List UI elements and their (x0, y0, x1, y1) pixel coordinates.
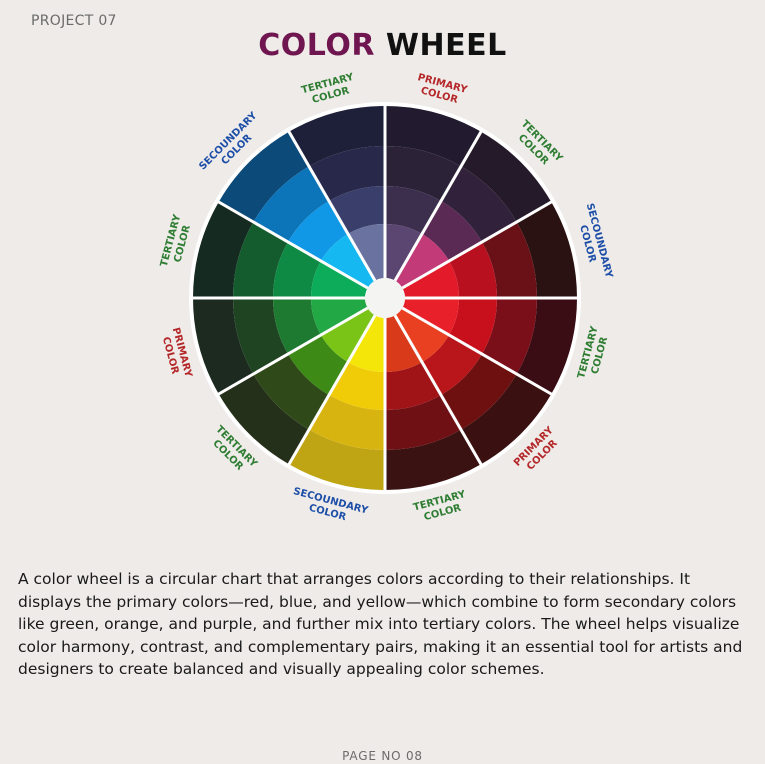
wheel-band (481, 222, 537, 298)
wheel-divider (401, 199, 554, 290)
wheel-band (273, 242, 321, 298)
wheel-band (441, 166, 517, 242)
wheel-segment-secondary-color-blue (218, 131, 375, 288)
wheel-band (449, 242, 497, 298)
wheel-segment-tertiary-color-green (193, 202, 368, 298)
wheel-band (481, 298, 537, 374)
wheel-band (309, 146, 385, 202)
title-word-color: COLOR (258, 28, 375, 63)
wheel-band (461, 131, 552, 222)
wheel-band (193, 202, 254, 298)
wheel-band (233, 298, 289, 374)
wheel-segments (189, 102, 581, 494)
wheel-segment-primary-color-green (193, 298, 368, 394)
wheel-band (288, 335, 348, 395)
project-label: PROJECT 07 (31, 13, 117, 29)
wheel-band (422, 201, 482, 261)
wheel-band (329, 362, 385, 410)
wheel-band (385, 394, 461, 450)
wheel-band (311, 261, 368, 298)
wheel-band (309, 394, 385, 450)
wheel-segment-secondary-color-red (402, 202, 577, 298)
wheel-band (461, 374, 552, 465)
wheel-segment-tertiary-color-yellow-green (218, 308, 375, 465)
wheel-divider (401, 306, 554, 397)
wheel-band (218, 131, 309, 222)
title-word-wheel: WHEEL (385, 28, 507, 63)
wheel-band (385, 146, 461, 202)
wheel-band (385, 224, 422, 281)
wheel-segment-primary-color-purple (385, 106, 481, 281)
wheel-center-hub (365, 278, 405, 318)
wheel-band (385, 186, 441, 234)
wheel-band (441, 354, 517, 430)
wheel-band (385, 106, 481, 167)
wheel-band (289, 429, 385, 490)
wheel-band (218, 374, 309, 465)
wheel-band (311, 298, 368, 335)
description-paragraph: A color wheel is a circular chart that a… (18, 570, 743, 678)
wheel-divider (216, 199, 369, 290)
page-number: PAGE NO 08 (342, 749, 423, 763)
wheel-segment-secondary-color-yellow (289, 315, 385, 490)
wheel-band (273, 298, 321, 354)
wheel-band (193, 298, 254, 394)
wheel-divider (393, 129, 484, 282)
wheel-band (348, 315, 385, 372)
wheel-band (449, 298, 497, 354)
wheel-segment-tertiary-color-orange (385, 315, 481, 490)
wheel-divider (216, 306, 369, 397)
wheel-band (402, 261, 459, 298)
wheel-band (395, 308, 450, 363)
wheel-band (516, 298, 577, 394)
wheel-band (385, 362, 441, 410)
wheel-band (320, 308, 375, 363)
wheel-band (233, 222, 289, 298)
wheel-band (402, 298, 459, 335)
wheel-band (516, 202, 577, 298)
wheel-segment-tertiary-color-blue-violet (289, 106, 385, 281)
wheel-band (395, 233, 450, 288)
wheel-divider (286, 314, 377, 467)
wheel-band (288, 201, 348, 261)
wheel-band (385, 315, 422, 372)
wheel-band (329, 186, 385, 234)
wheel-band (289, 106, 385, 167)
wheel-band (348, 224, 385, 281)
wheel-band (253, 166, 329, 242)
wheel-divider (393, 314, 484, 467)
wheel-divider (286, 129, 377, 282)
wheel-segment-tertiary-color-red (402, 298, 577, 394)
wheel-segment-primary-color-red (395, 308, 552, 465)
wheel-band (320, 233, 375, 288)
wheel-segment-tertiary-color-violet-red (395, 131, 552, 288)
wheel-band (385, 429, 481, 490)
page-title: COLOR WHEEL (0, 28, 765, 63)
wheel-band (253, 354, 329, 430)
wheel-band (422, 335, 482, 395)
